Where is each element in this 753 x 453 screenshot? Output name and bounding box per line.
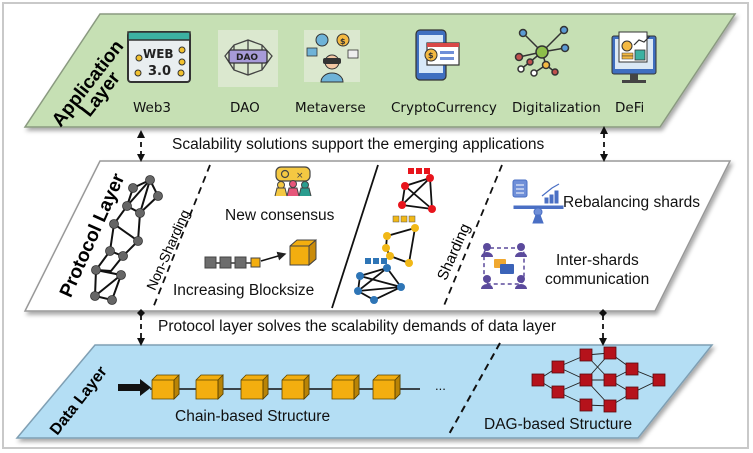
application-layer-band <box>23 13 737 128</box>
chain-block-icon <box>240 374 269 400</box>
increasing-blocksize-icon <box>204 238 317 269</box>
inter-shards-label-line1: Inter-shards <box>556 252 639 269</box>
metaverse-icon: $ <box>304 30 360 83</box>
app-label-dao: DAO <box>230 100 260 116</box>
chain-based-structure-label: Chain-based Structure <box>175 408 331 425</box>
svg-text:WEB: WEB <box>143 47 174 61</box>
rebalancing-shards-icon <box>512 179 564 224</box>
dag-based-structure-label: DAG-based Structure <box>484 416 633 433</box>
increasing-blocksize-label: Increasing Blocksize <box>173 282 315 299</box>
connector-top-caption: Scalability solutions support the emergi… <box>172 136 545 153</box>
non-sharding-graph-nodes <box>90 175 163 305</box>
chain-entry-arrow-icon <box>118 379 151 396</box>
protocol-layer-band <box>23 160 732 312</box>
app-label-web3: Web3 <box>133 100 172 116</box>
svg-text:3.0: 3.0 <box>148 64 171 79</box>
chain-block-icon <box>331 374 360 400</box>
dag-node <box>603 373 617 387</box>
svg-text:×: × <box>296 171 304 181</box>
svg-text:$: $ <box>428 51 434 60</box>
connector-bottom-caption: Protocol layer solves the scalability de… <box>158 318 557 335</box>
dag-node <box>579 348 593 362</box>
digitalization-icon <box>514 25 570 77</box>
dag-node <box>579 373 593 387</box>
app-label-digitalization: Digitalization <box>512 100 601 116</box>
chain-block-icon <box>151 374 180 400</box>
shard-yellow-graph-icon <box>382 215 419 267</box>
inter-shards-label-line2: communication <box>545 271 650 288</box>
rebalancing-shards-label: Rebalancing shards <box>563 194 701 211</box>
connector-arrows-bottom <box>137 309 607 346</box>
dag-node <box>625 362 639 376</box>
dag-node <box>551 360 565 374</box>
dag-node <box>579 398 593 412</box>
connector-arrows-top <box>137 126 608 162</box>
dao-icon: DAO <box>218 30 278 87</box>
dag-node <box>625 386 639 400</box>
new-consensus-icon: × <box>274 166 312 197</box>
svg-text:DAO: DAO <box>236 53 258 63</box>
cryptocurrency-icon: $ <box>415 29 460 81</box>
figure-frame <box>2 2 749 449</box>
shard-red-graph-icon <box>398 168 436 213</box>
dag-node <box>652 373 666 387</box>
divider-non-sharding <box>152 164 211 309</box>
defi-icon <box>611 31 657 83</box>
app-label-defi: DeFi <box>615 100 645 116</box>
app-label-metaverse: Metaverse <box>295 100 366 116</box>
divider-sharding <box>442 164 503 309</box>
dag-node <box>551 385 565 399</box>
svg-text:$: $ <box>340 37 346 46</box>
chain-block-icon <box>372 374 401 400</box>
chain-block-icon <box>195 374 224 400</box>
dag-structure <box>531 346 666 413</box>
dag-node <box>531 373 545 387</box>
divider-data <box>447 342 501 437</box>
chain-blocks <box>151 374 401 400</box>
chain-ellipsis: ... <box>435 378 446 393</box>
shard-blue-graph-icon <box>354 258 405 304</box>
data-layer-band <box>15 344 714 439</box>
app-label-cryptocurrency: CryptoCurrency <box>391 100 497 116</box>
web3-icon: WEB 3.0 <box>127 31 191 83</box>
chain-block-icon <box>281 374 310 400</box>
new-consensus-label: New consensus <box>225 207 335 224</box>
dag-node <box>603 346 617 360</box>
inter-shards-communication-icon <box>481 243 527 289</box>
dag-node <box>603 399 617 413</box>
divider-solid <box>331 164 379 309</box>
